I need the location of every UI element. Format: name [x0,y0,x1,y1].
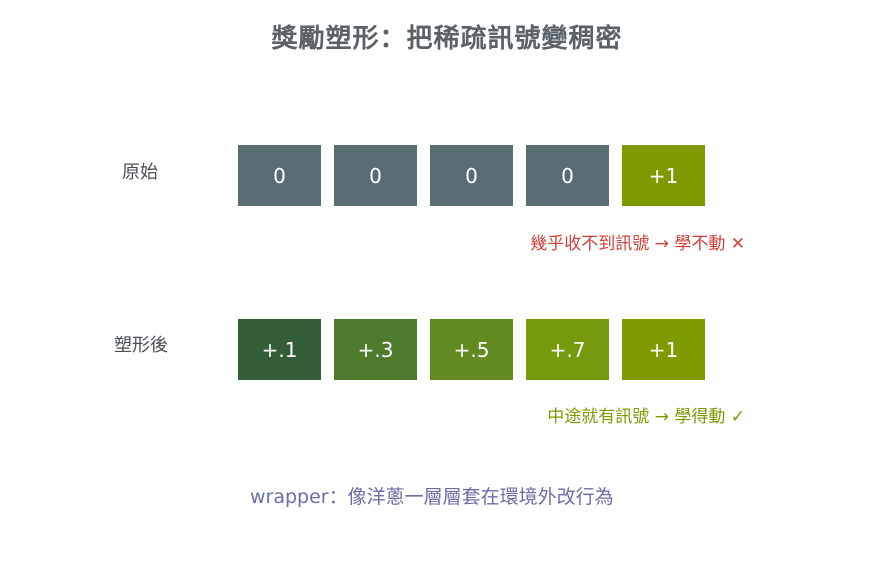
note-original: 幾乎收不到訊號 → 學不動 ✕ [530,234,745,254]
reward-cell: 0 [526,145,609,206]
reward-cell: 0 [334,145,417,206]
page-title: 獎勵塑形：把稀疏訊號變稠密 [271,24,623,54]
reward-cell: +.5 [430,319,513,380]
reward-row-shaped: +.1 +.3 +.5 +.7 +1 [238,319,705,380]
reward-cell: +.3 [334,319,417,380]
reward-cell: 0 [430,145,513,206]
reward-cell: +.1 [238,319,321,380]
reward-cell: +1 [622,145,705,206]
footer-caption: wrapper：像洋蔥一層層套在環境外改行為 [250,486,614,508]
note-shaped: 中途就有訊號 → 學得動 ✓ [547,407,745,427]
row-label-original: 原始 [122,162,158,183]
reward-cell: +.7 [526,319,609,380]
reward-row-original: 0 0 0 0 +1 [238,145,705,206]
reward-cell: +1 [622,319,705,380]
reward-cell: 0 [238,145,321,206]
row-label-shaped: 塑形後 [114,335,168,356]
